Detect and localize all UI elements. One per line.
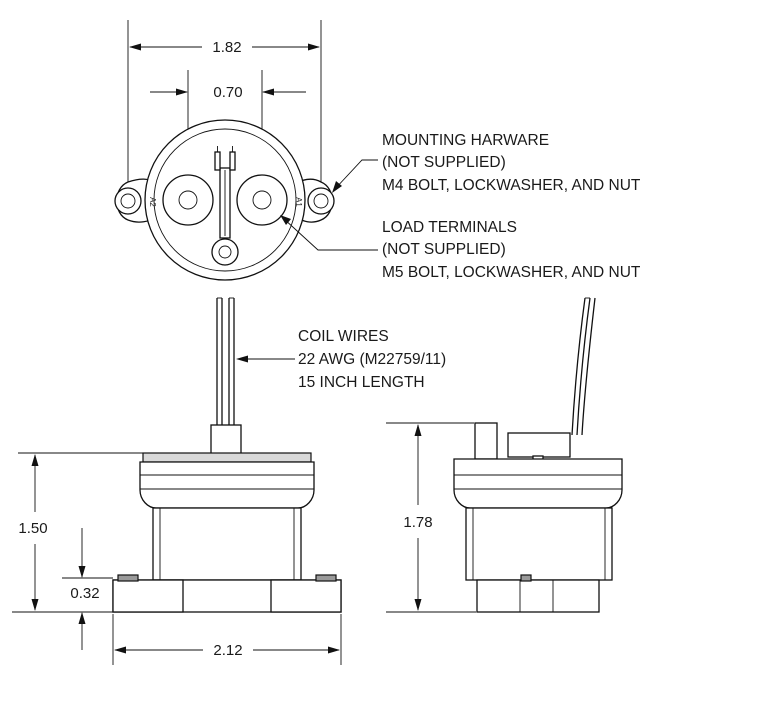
- coil-post-right: [229, 151, 236, 171]
- connector-block: [507, 432, 571, 458]
- dimension-terminal-spacing: 0.70: [150, 84, 306, 101]
- base-cap-left: [117, 574, 139, 582]
- dimension-base-width: 2.12: [114, 642, 340, 659]
- note-load-line-1: LOAD TERMINALS: [382, 219, 517, 236]
- base-cap-right: [315, 574, 337, 582]
- top-view: 1.82 0.70: [114, 20, 378, 281]
- side-view: 1.78: [386, 297, 623, 613]
- mounting-hole-left: [114, 187, 142, 215]
- side-base-cap: [520, 574, 532, 582]
- note-load-line-2: (NOT SUPPLIED): [382, 241, 506, 258]
- side-upper-housing: [453, 458, 623, 509]
- note-coil-line-2: 22 AWG (M22759/11): [298, 351, 446, 368]
- note-mounting-hardware: MOUNTING HARWARE (NOT SUPPLIED) M4 BOLT,…: [382, 132, 641, 194]
- leader-coil-wires: [236, 355, 295, 363]
- base-foot-left: [112, 579, 184, 613]
- dimension-body-height: 1.50: [18, 454, 48, 611]
- leader-load-terminals: [280, 215, 378, 251]
- base-foot-right: [270, 579, 342, 613]
- dimension-overall-height: 1.78: [403, 424, 433, 611]
- coil-wires-side: [571, 297, 596, 436]
- terminal-post: [474, 422, 498, 460]
- load-terminal-a2: [162, 174, 214, 226]
- note-mounting-line-3: M4 BOLT, LOCKWASHER, AND NUT: [382, 177, 641, 194]
- note-coil-wires: COIL WIRES 22 AWG (M22759/11) 15 INCH LE…: [298, 328, 446, 391]
- note-mounting-line-2: (NOT SUPPLIED): [382, 154, 506, 171]
- note-coil-line-1: COIL WIRES: [298, 328, 389, 345]
- wire-grommet: [210, 424, 242, 456]
- leader-mounting-hardware: [332, 159, 378, 193]
- housing-inner-circle: [153, 128, 297, 272]
- note-load-line-3: M5 BOLT, LOCKWASHER, AND NUT: [382, 264, 641, 281]
- load-terminal-a1: [236, 174, 288, 226]
- dimension-label-1-78: 1.78: [403, 514, 432, 531]
- coil-post-left: [214, 151, 221, 171]
- coil-boss: [211, 238, 239, 266]
- note-coil-line-3: 15 INCH LENGTH: [298, 374, 425, 391]
- dimension-label-1-82: 1.82: [212, 39, 241, 56]
- coil-can: [152, 507, 302, 581]
- note-load-terminals: LOAD TERMINALS (NOT SUPPLIED) M5 BOLT, L…: [382, 219, 641, 281]
- side-mounting-base: [476, 579, 600, 613]
- terminal-marking-a1: A1: [294, 197, 303, 207]
- dimension-label-2-12: 2.12: [213, 642, 242, 659]
- front-view: 1.50 0.32 2.12: [12, 297, 342, 665]
- header-plate: [142, 452, 312, 463]
- upper-housing: [139, 461, 315, 509]
- coil-wires-front: [216, 297, 235, 425]
- dimension-label-1-50: 1.50: [18, 520, 47, 537]
- note-mounting-line-1: MOUNTING HARWARE: [382, 132, 549, 149]
- terminal-marking-a2: A2: [148, 197, 157, 207]
- mounting-hole-right: [307, 187, 335, 215]
- dimension-overall-width-top: 1.82: [129, 39, 320, 56]
- dimension-label-0-70: 0.70: [213, 84, 242, 101]
- dimension-base-height: 0.32: [70, 528, 100, 650]
- side-coil-can: [465, 507, 613, 581]
- dimension-label-0-32: 0.32: [70, 585, 99, 602]
